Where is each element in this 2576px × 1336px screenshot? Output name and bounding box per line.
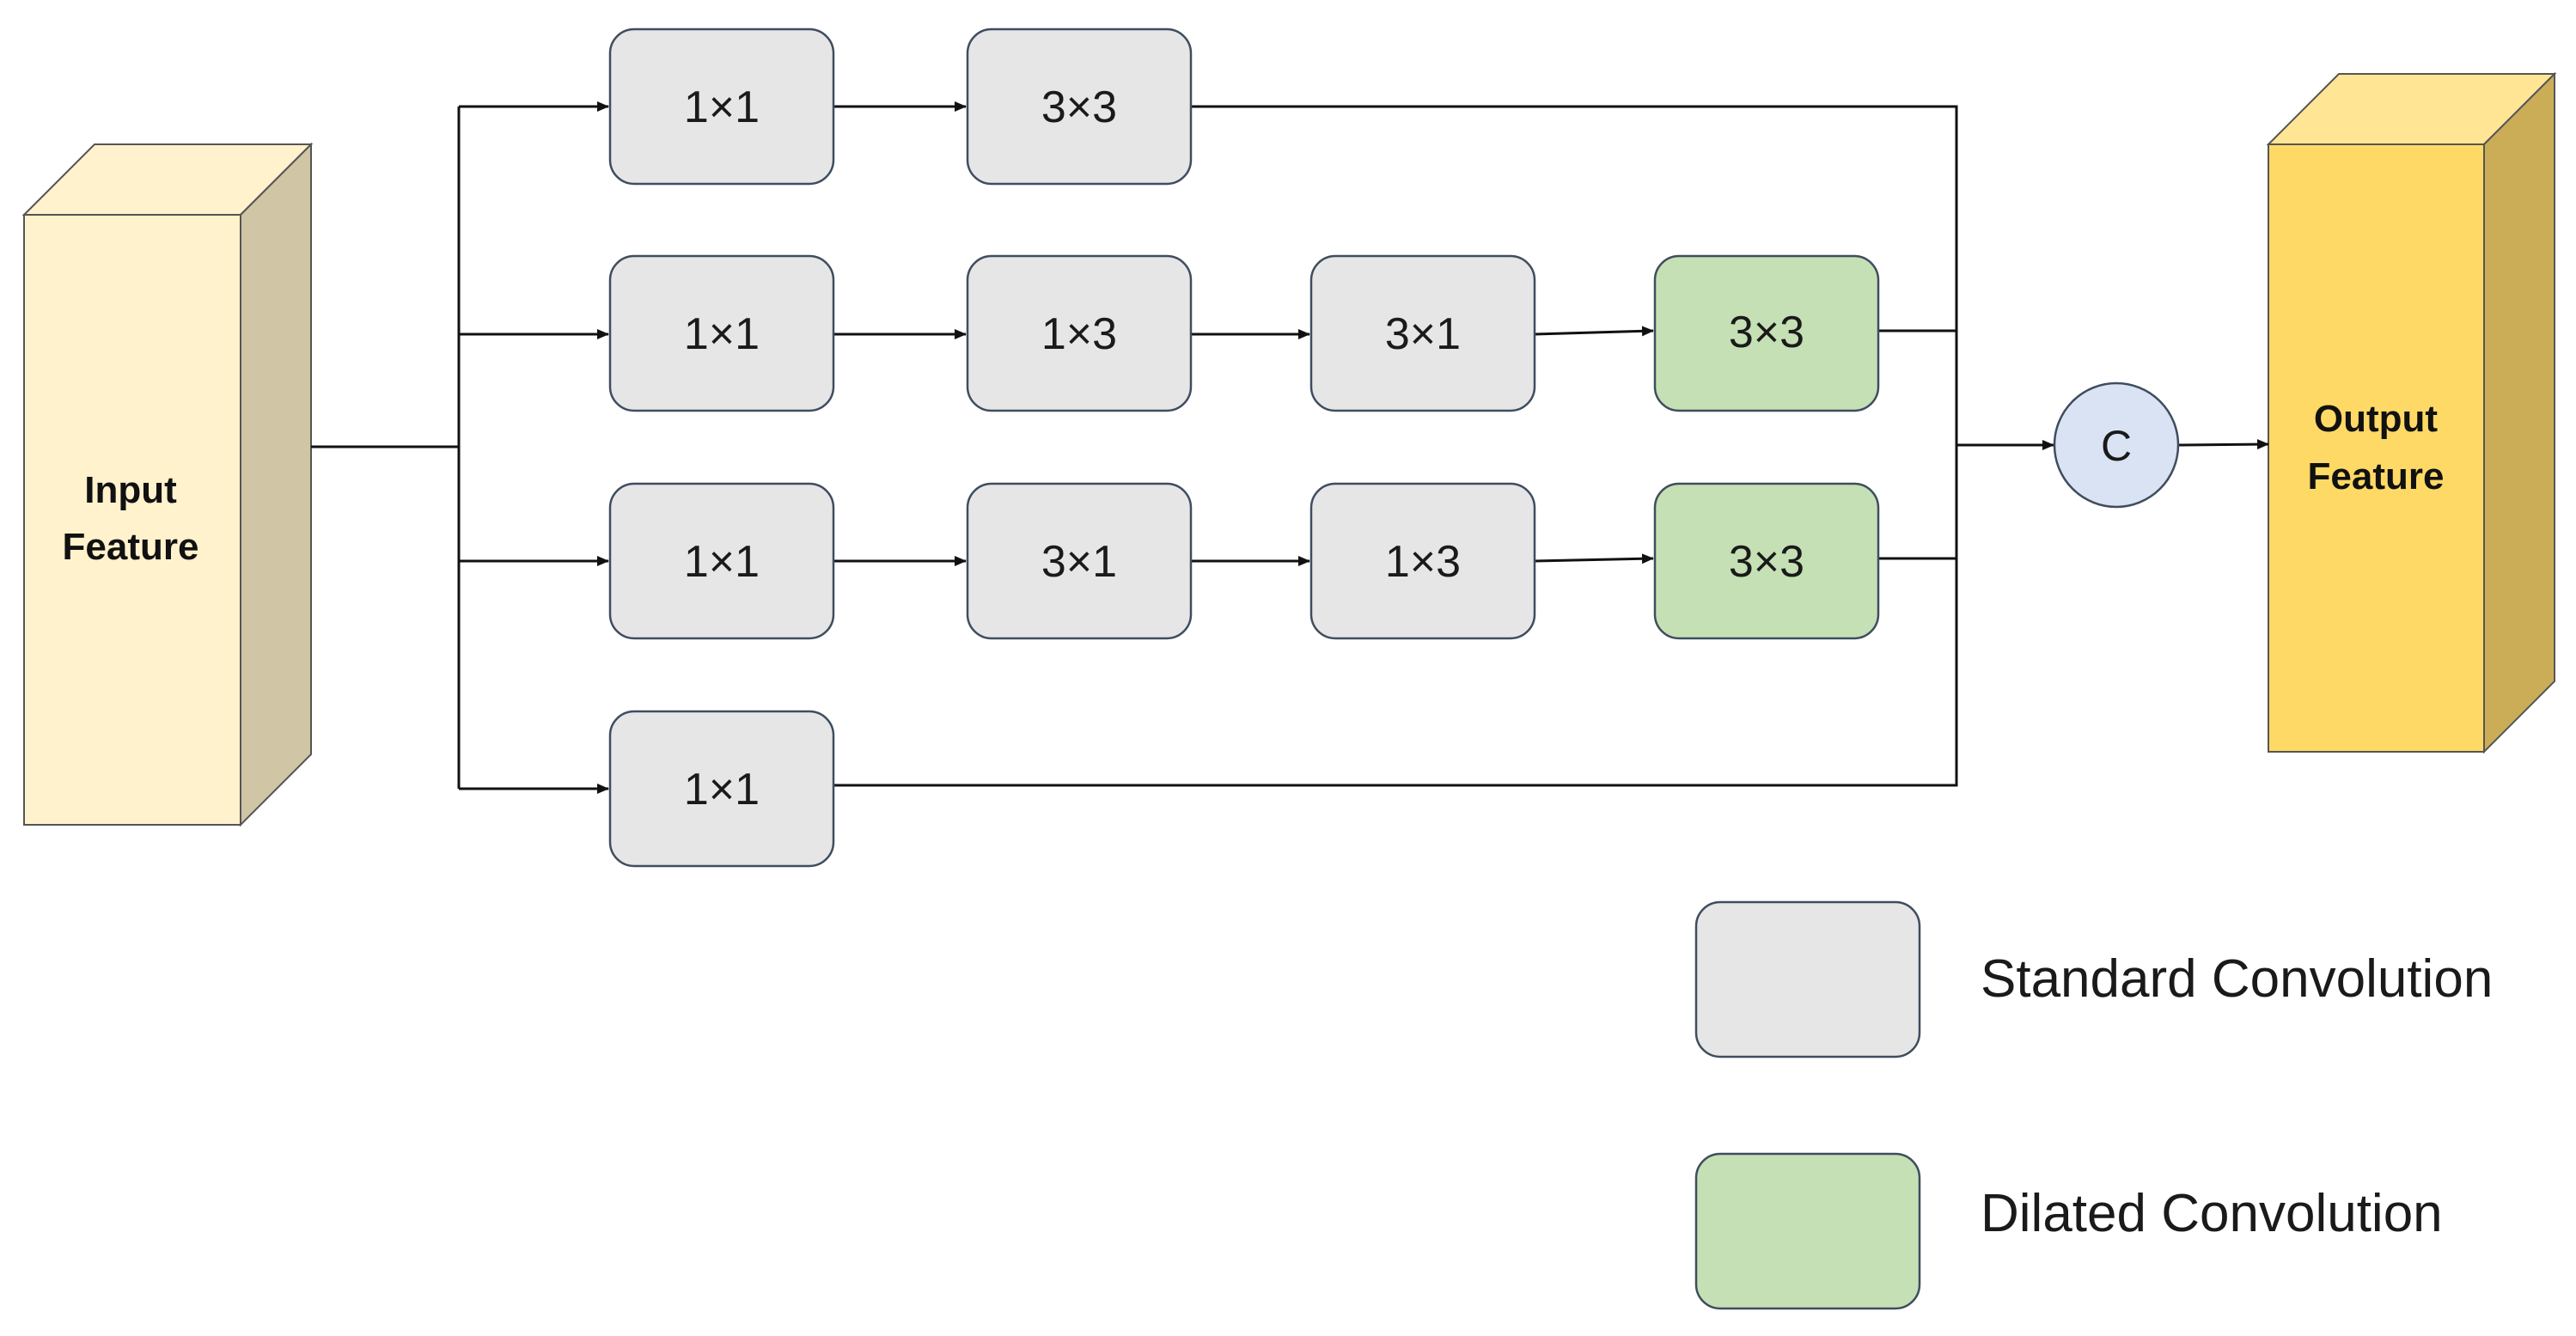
conv-label-b3-4: 3×3 <box>1729 537 1804 587</box>
output-label-line2: Feature <box>2308 455 2445 497</box>
legend-item-dilated: Dilated Convolution <box>1694 1152 2443 1310</box>
conv-label-b1-1: 1×1 <box>684 82 760 132</box>
conv-block: 3×3 <box>966 27 1193 186</box>
concat-label: C <box>2101 422 2132 470</box>
conv-block: 1×1 <box>608 254 835 412</box>
output-feature-cube: Output Feature <box>2266 71 2557 754</box>
branch4-exit <box>833 445 1958 787</box>
conv-box-b2-4 <box>1653 254 1880 412</box>
concat-output-arrow <box>2178 439 2269 450</box>
output-label-line1: Output <box>2314 398 2439 440</box>
legend: Standard Convolution Dilated Convolution <box>1694 900 2493 1310</box>
conv-block: 1×1 <box>608 27 835 186</box>
branch2-arrow-3 <box>1534 326 1654 337</box>
input-label-line1: Input <box>84 469 177 511</box>
input-cube-front <box>23 214 241 826</box>
legend-label-dilated: Dilated Convolution <box>1981 1184 2443 1243</box>
conv-block: 3×1 <box>966 482 1193 640</box>
concat-node: C <box>2053 381 2180 509</box>
legend-swatch-standard <box>1694 900 1921 1058</box>
conv-label-b1-2: 3×3 <box>1041 82 1117 132</box>
connectors <box>311 101 2269 794</box>
conv-label-b2-1: 1×1 <box>684 309 760 359</box>
branch3-arrow-3 <box>1534 553 1654 564</box>
conv-label-b3-3: 1×3 <box>1385 537 1461 587</box>
conv-block: 1×1 <box>608 482 835 640</box>
conv-box-b1-1 <box>608 27 835 186</box>
conv-block: 3×1 <box>1309 254 1536 412</box>
conv-box-b1-2 <box>966 27 1193 186</box>
concat-circle <box>2053 381 2180 509</box>
input-label-line2: Feature <box>63 526 199 568</box>
conv-block: 1×3 <box>966 254 1193 412</box>
conv-label-b2-3: 3×1 <box>1385 309 1461 359</box>
output-cube-side <box>2483 71 2555 754</box>
conv-block: 1×3 <box>1309 482 1536 640</box>
legend-label-standard: Standard Convolution <box>1981 949 2493 1009</box>
conv-box-b2-1 <box>608 254 835 412</box>
conv-label-b4-1: 1×1 <box>684 765 760 814</box>
legend-item-standard: Standard Convolution <box>1694 900 2493 1058</box>
conv-box-b3-2 <box>966 482 1193 640</box>
conv-block-dilated: 3×3 <box>1653 254 1880 412</box>
branch3-exit <box>1878 445 1958 560</box>
legend-swatch-dilated <box>1694 1152 1921 1310</box>
conv-block: 1×1 <box>608 710 835 868</box>
conv-box-b3-4 <box>1653 482 1880 640</box>
conv-label-b3-1: 1×1 <box>684 537 760 587</box>
conv-box-b3-3 <box>1309 482 1536 640</box>
conv-block-dilated: 3×3 <box>1653 482 1880 640</box>
conv-label-b2-2: 1×3 <box>1041 309 1117 359</box>
branch2-exit <box>1878 329 1958 445</box>
input-cube-side <box>240 142 312 827</box>
conv-box-b2-3 <box>1309 254 1536 412</box>
output-cube-front <box>2268 143 2485 753</box>
conv-label-b3-2: 3×1 <box>1041 537 1117 587</box>
input-feature-cube: Input Feature <box>21 142 314 827</box>
conv-box-b3-1 <box>608 482 835 640</box>
conv-label-b2-4: 3×3 <box>1729 308 1804 357</box>
conv-box-b4-1 <box>608 710 835 868</box>
conv-box-b2-2 <box>966 254 1193 412</box>
